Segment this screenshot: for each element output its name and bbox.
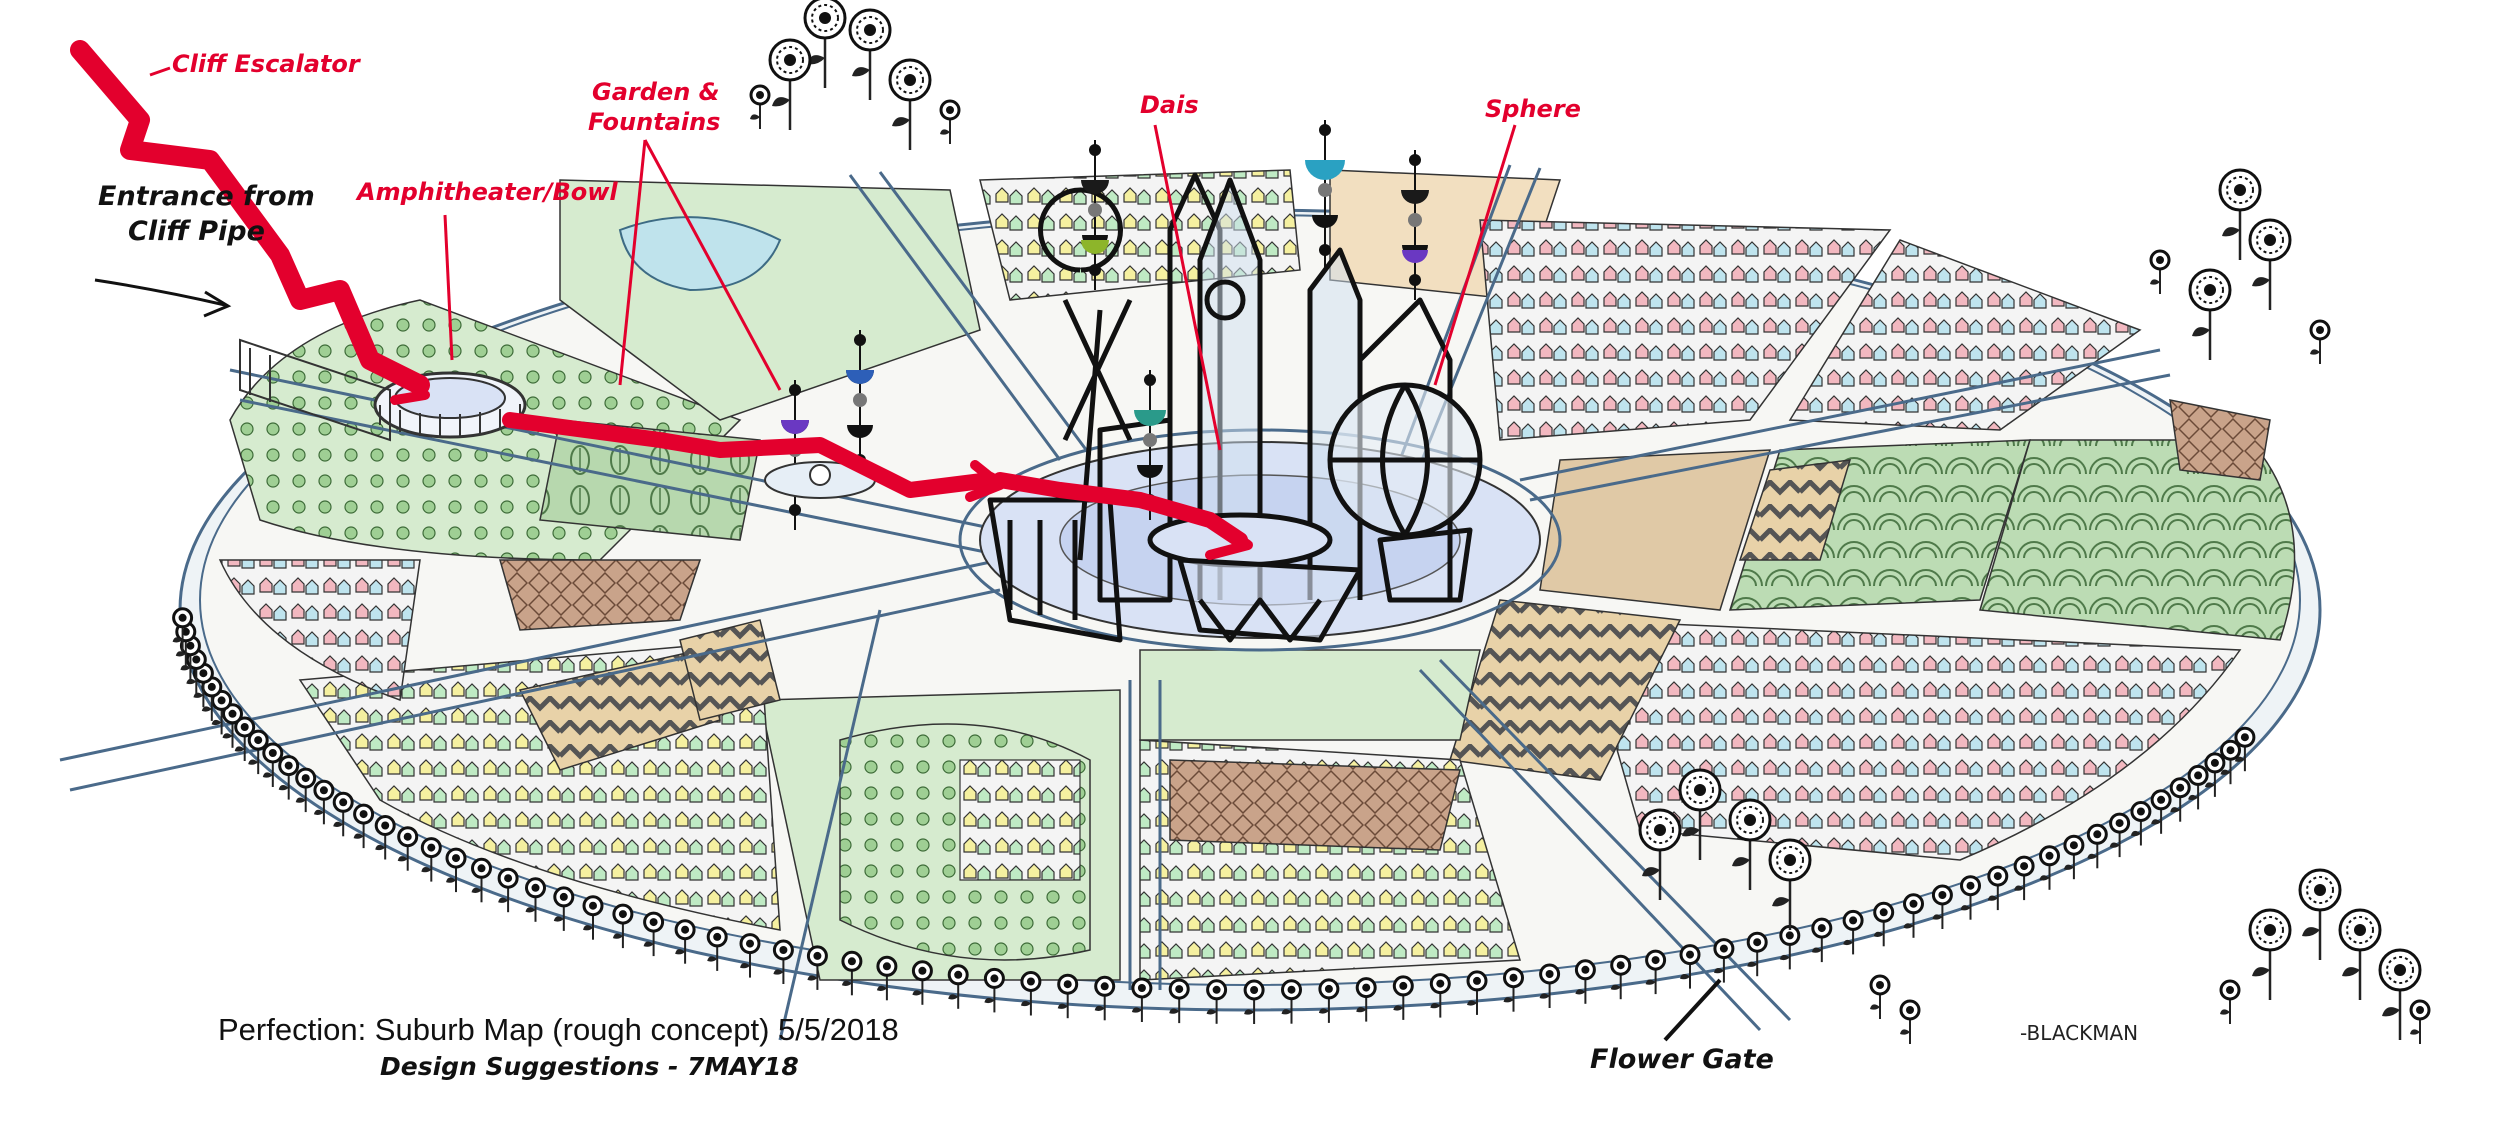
spire-complex (987, 172, 1483, 643)
label-entrance-line2: Cliff Pipe (128, 216, 265, 247)
district-blocks (218, 169, 2296, 981)
label-garden-line2: Fountains (588, 108, 720, 136)
cliff-escalator-path (70, 40, 1253, 560)
flower-gate-leader (1663, 978, 1722, 1042)
map-caption-title: Perfection: Suburb Map (rough concept) 5… (218, 1012, 899, 1047)
label-amphitheater: Amphitheater/Bowl (355, 178, 618, 206)
flower-cluster-top (748, 0, 961, 152)
map-caption-subtitle: Design Suggestions - 7MAY18 (380, 1052, 799, 1081)
label-cliff-escalator: Cliff Escalator (172, 50, 362, 78)
label-garden-line1: Garden & (592, 78, 720, 106)
label-entrance-line1: Entrance from (98, 181, 315, 212)
cliff-pipe-entrance (239, 338, 391, 442)
flower-cluster-bottom (1868, 974, 1921, 1046)
entrance-arrow-icon (94, 278, 232, 318)
flower-cluster-bottom-right (2218, 868, 2431, 1046)
label-sphere: Sphere (1485, 95, 1581, 123)
artist-signature: -BLACKMAN (2020, 1021, 2138, 1045)
label-dais: Dais (1140, 91, 1199, 119)
flower-cluster-right (2148, 168, 2331, 366)
hanging-mobiles (780, 119, 1430, 531)
radial-roads (59, 164, 2171, 1041)
label-leaders (149, 66, 1517, 451)
label-flower-gate: Flower Gate (1590, 1044, 1774, 1075)
fountains (764, 461, 876, 499)
